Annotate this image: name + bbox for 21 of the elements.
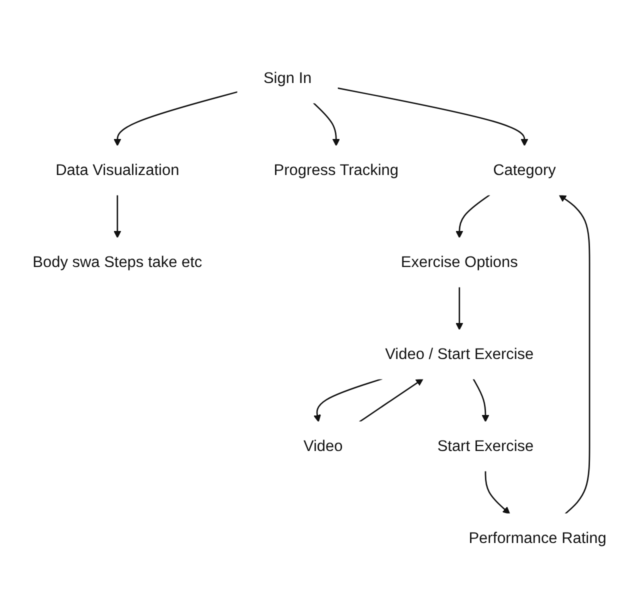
arrow xyxy=(337,87,528,146)
arrow xyxy=(456,286,464,330)
arrow xyxy=(359,378,424,422)
node-text: Exercise Options xyxy=(400,252,518,270)
node-text: Start Exercise xyxy=(437,436,534,454)
arrow xyxy=(114,90,238,146)
arrow xyxy=(314,378,382,422)
arrow xyxy=(114,194,122,238)
arrow xyxy=(456,194,490,238)
arrow xyxy=(312,102,340,146)
arrow xyxy=(558,194,590,514)
node-text: Progress Tracking xyxy=(274,160,398,178)
node-text: Category xyxy=(493,160,556,178)
node-text: Video xyxy=(303,436,343,454)
node-text: Data Visualization xyxy=(56,160,180,178)
node-text: Video / Start Exercise xyxy=(385,344,534,362)
node-text: Body swa Steps take etc xyxy=(32,252,202,270)
node-text: Performance Rating xyxy=(468,528,606,546)
arrow xyxy=(484,470,510,514)
node-text: Sign In xyxy=(263,68,312,86)
arrow xyxy=(472,378,490,422)
